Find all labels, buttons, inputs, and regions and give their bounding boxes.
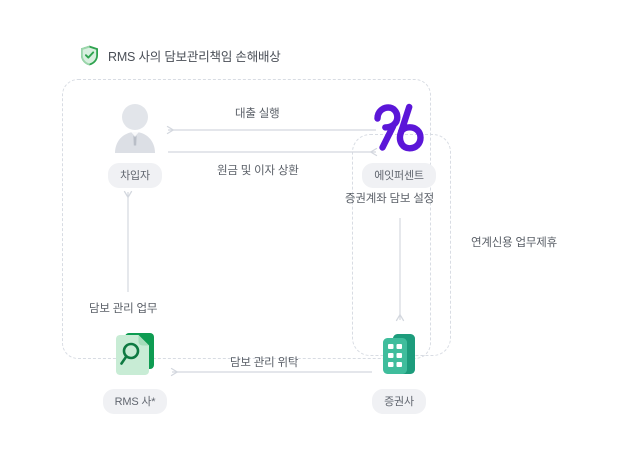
- node-securities-label: 증권사: [372, 389, 426, 414]
- node-borrower-art: [108, 100, 162, 156]
- node-securities-art: [377, 326, 421, 382]
- diagram-title: RMS 사의 담보관리책임 손해배상: [80, 44, 281, 66]
- connector-label-repay: 원금 및 이자 상환: [217, 165, 299, 177]
- shield-check-icon: [81, 45, 98, 65]
- node-rms[interactable]: RMS 사*: [80, 326, 190, 414]
- node-eightpercent-label: 에잇퍼센트: [362, 163, 436, 188]
- connector-label-loan: 대출 실행: [235, 108, 280, 120]
- node-rms-art: [111, 326, 159, 382]
- node-securities[interactable]: 증권사: [344, 326, 454, 414]
- connector-label-entrust: 담보 관리 위탁: [230, 357, 299, 369]
- person-avatar-icon: [115, 104, 155, 153]
- node-eightpercent[interactable]: 에잇퍼센트: [344, 100, 454, 188]
- document-search-icon: [116, 333, 154, 375]
- eightpercent-logo-icon: [374, 103, 424, 152]
- node-borrower-label: 차입자: [108, 163, 162, 188]
- connector-label-partnership: 연계신용 업무제휴: [471, 237, 558, 249]
- connector-label-collateral: 증권계좌 담보 설정: [345, 193, 435, 205]
- dashed-group-outer: [62, 79, 431, 359]
- building-icon: [383, 334, 415, 374]
- node-eightpercent-art: [373, 100, 425, 156]
- diagram-title-text: RMS 사의 담보관리책임 손해배상: [108, 49, 281, 64]
- node-borrower[interactable]: 차입자: [80, 100, 190, 188]
- connector-label-manage: 담보 관리 업무: [89, 303, 158, 315]
- node-rms-label: RMS 사*: [102, 389, 168, 414]
